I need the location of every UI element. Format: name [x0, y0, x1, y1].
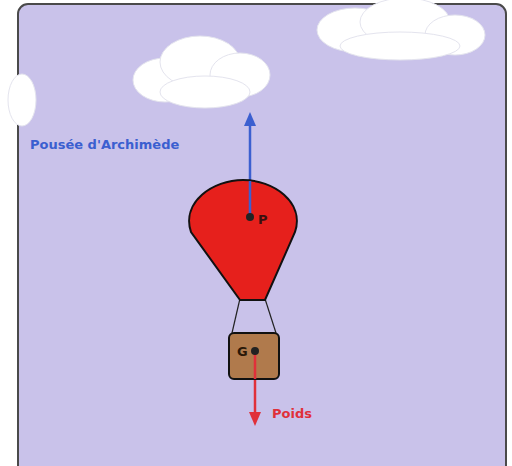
buoyancy-arrow: [249, 181, 252, 217]
arrow-head: [244, 112, 256, 126]
balloon-envelope-outline: [187, 178, 299, 302]
sky-panel: [18, 4, 506, 466]
basket-shape: [229, 333, 279, 379]
basket: G: [228, 332, 280, 380]
buoyancy-arrow: [249, 124, 252, 182]
weight-arrow: [254, 351, 257, 379]
force-label: Poids: [272, 406, 312, 421]
envelope-shape: [189, 180, 297, 300]
rope-line: [265, 300, 276, 333]
rope-line: [232, 300, 240, 333]
cloud: [8, 74, 36, 126]
balloon-envelope: P: [187, 178, 299, 302]
rope: [232, 300, 276, 333]
cloud: [133, 36, 270, 108]
basket-outline: [228, 332, 280, 380]
arrow-head: [249, 412, 261, 426]
point-label: P: [258, 212, 268, 227]
point-dot: [246, 213, 254, 221]
cloud: [317, 0, 485, 60]
point-dot: [251, 347, 259, 355]
point-label: G: [237, 344, 248, 359]
force-label: Pousée d'Archimède: [30, 137, 179, 152]
weight-arrow: [254, 378, 257, 414]
